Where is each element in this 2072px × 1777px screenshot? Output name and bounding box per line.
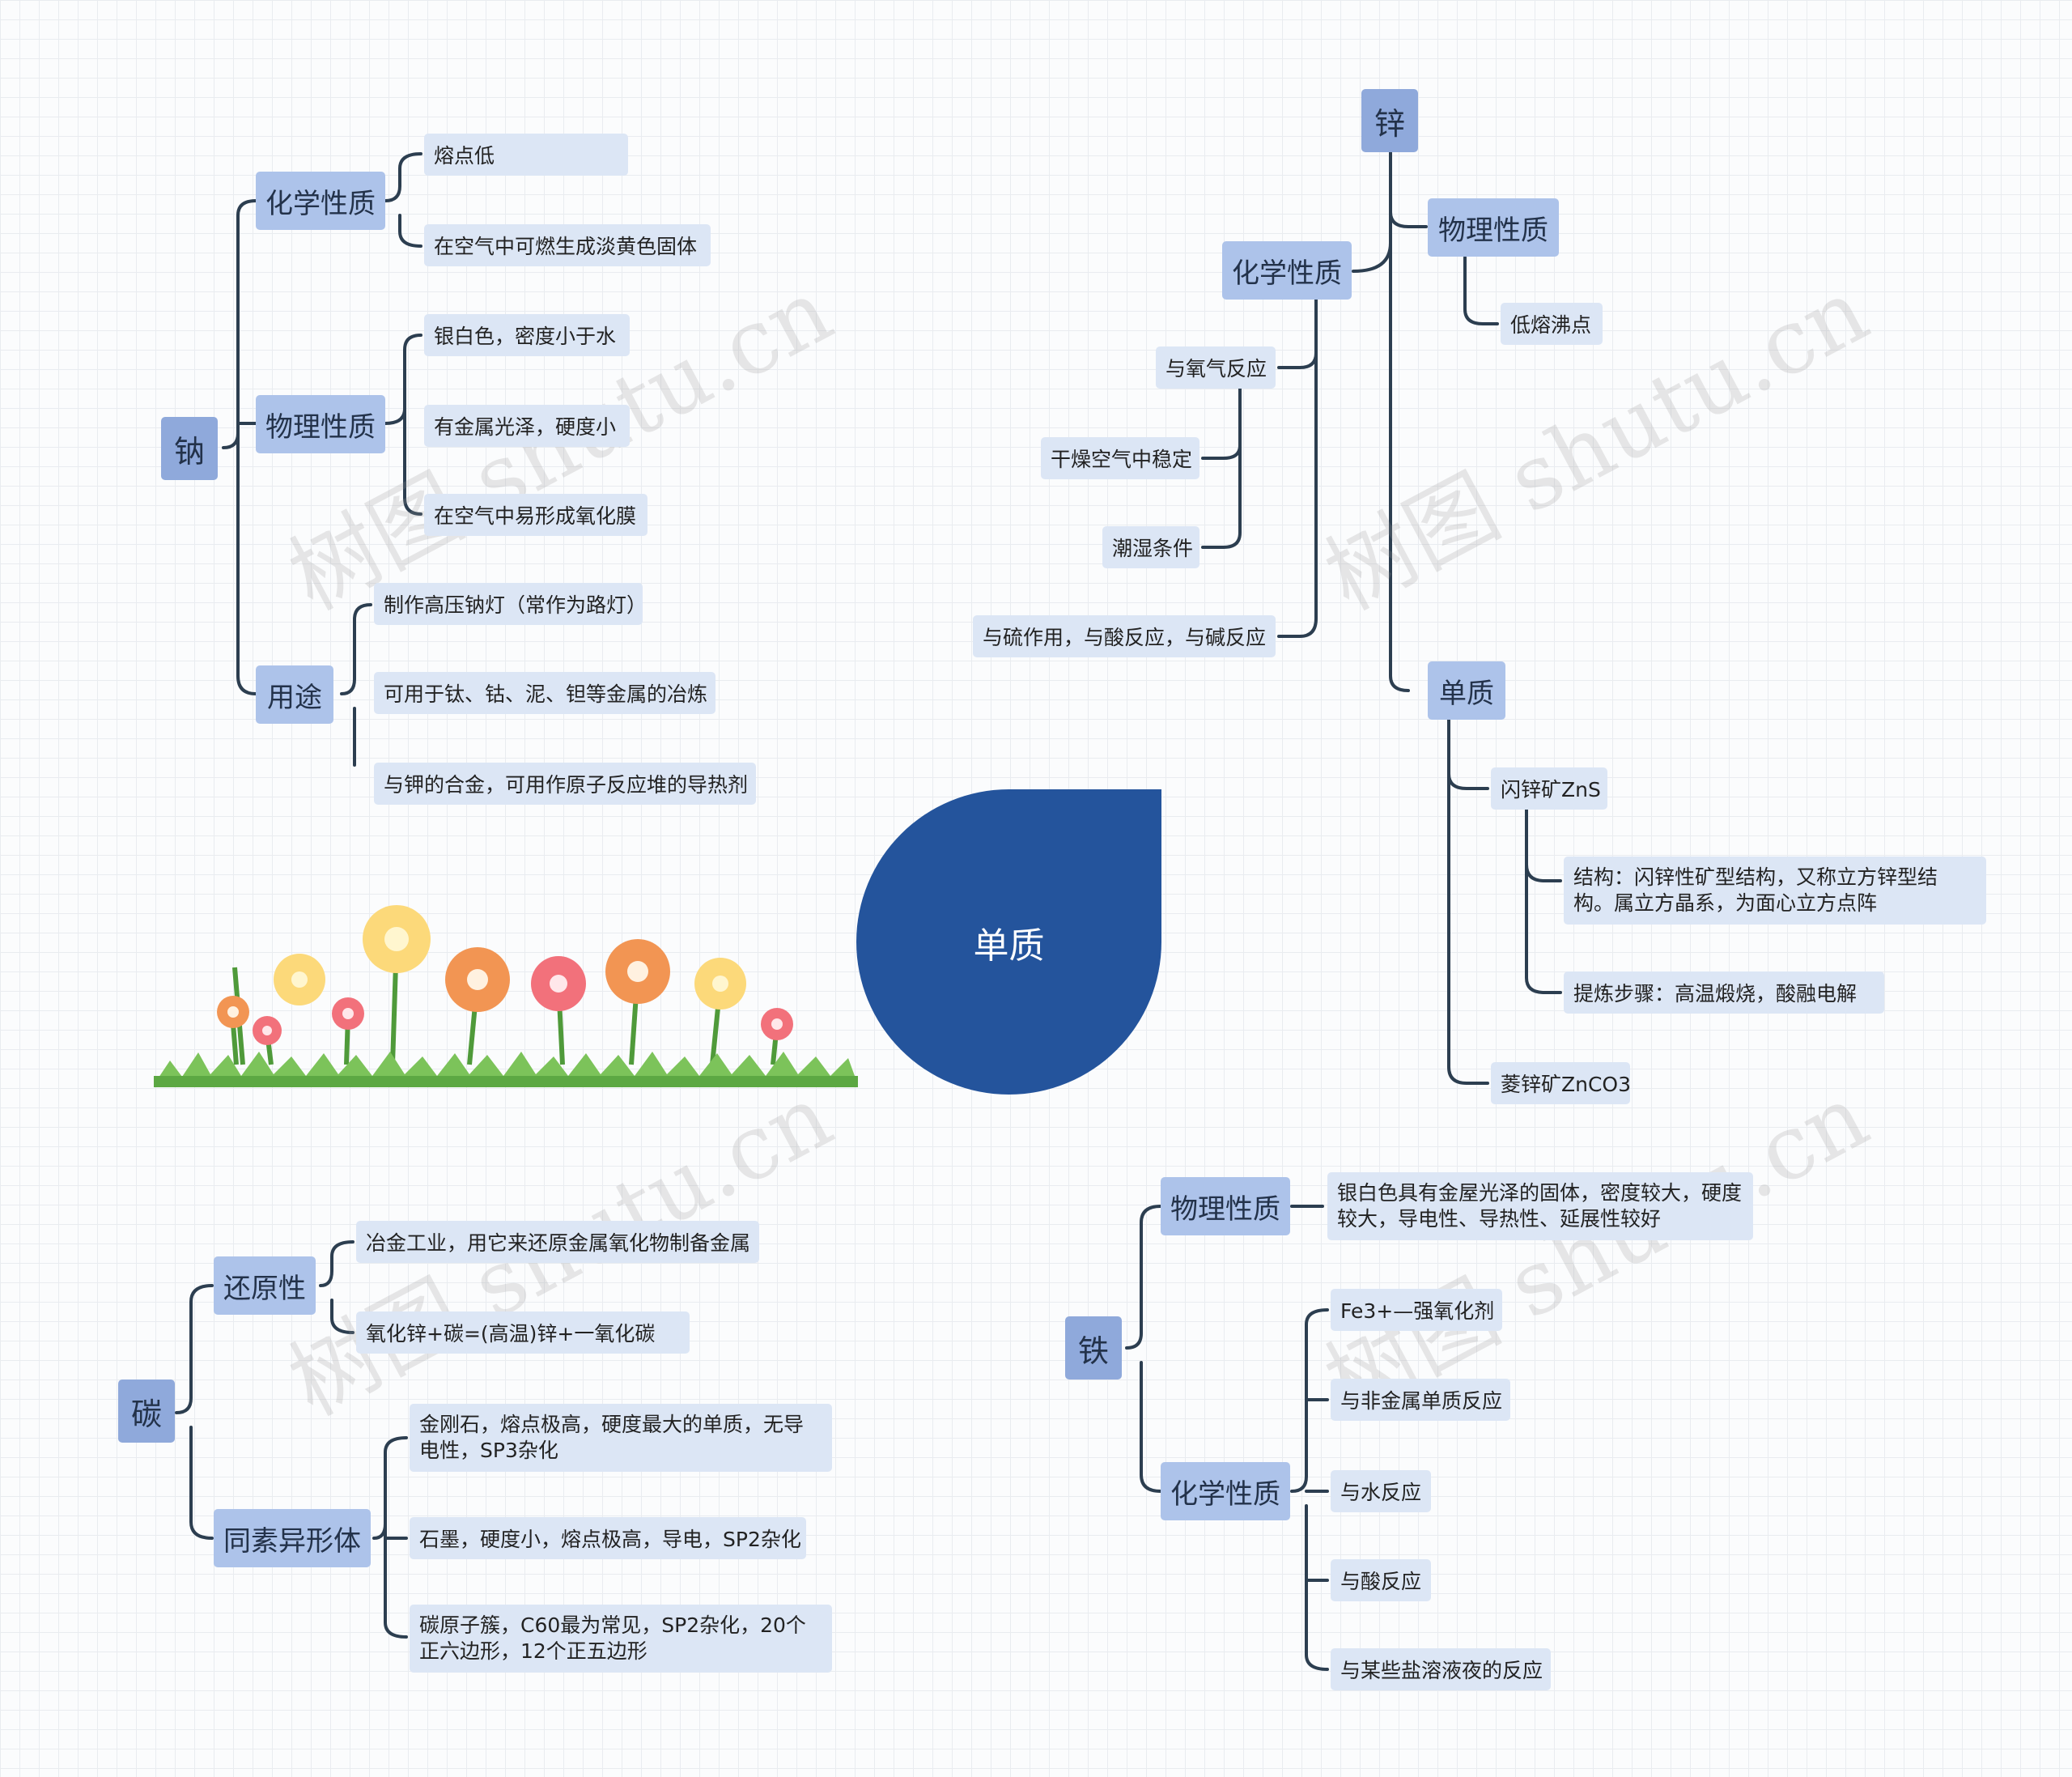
connector xyxy=(384,152,422,248)
topic-sodium-uses[interactable]: 用途 xyxy=(256,665,333,724)
node-diamond[interactable]: 金刚石，熔点极高，硬度最大的单质，无导电性，SP3杂化 xyxy=(410,1404,832,1472)
node-sphalerite-structure[interactable]: 结构：闪锌性矿型结构，又称立方锌型结构。属立方晶系，为面心立方点阵 xyxy=(1564,857,1986,925)
node-low-melting-point[interactable]: 熔点低 xyxy=(424,134,628,176)
topic-iron-physical[interactable]: 物理性质 xyxy=(1161,1177,1290,1235)
stems xyxy=(231,938,779,1065)
node-metallurgy[interactable]: 冶金工业，用它来还原金属氧化物制备金属 xyxy=(356,1221,759,1263)
node-burns-in-air[interactable]: 在空气中可燃生成淡黄色固体 xyxy=(424,224,711,266)
node-sphalerite[interactable]: 闪锌矿ZnS xyxy=(1491,767,1607,810)
connector xyxy=(340,603,372,767)
node-react-with-oxygen[interactable]: 与氧气反应 xyxy=(1156,346,1276,389)
topic-carbon-reducibility[interactable]: 还原性 xyxy=(214,1256,316,1315)
connector xyxy=(372,1436,408,1639)
topic-zinc-element[interactable]: 单质 xyxy=(1428,661,1505,720)
node-acid-reaction[interactable]: 与酸反应 xyxy=(1331,1559,1431,1601)
connector xyxy=(175,1284,214,1540)
node-stable-in-dry-air[interactable]: 干燥空气中稳定 xyxy=(1041,437,1199,479)
connector xyxy=(319,1240,355,1334)
central-topic[interactable]: 单质 xyxy=(856,789,1161,1095)
topic-zinc-physical[interactable]: 物理性质 xyxy=(1428,198,1559,257)
node-water-reaction[interactable]: 与水反应 xyxy=(1331,1470,1431,1512)
connector xyxy=(1352,151,1428,692)
topic-zinc-chemical[interactable]: 化学性质 xyxy=(1222,241,1352,300)
connector xyxy=(222,199,257,695)
topic-carbon-allotropes[interactable]: 同素异形体 xyxy=(214,1509,371,1567)
flower-garden-illustration xyxy=(154,905,858,1087)
node-reactor-coolant[interactable]: 与钾的合金，可用作原子反应堆的导热剂 xyxy=(374,763,756,805)
connector xyxy=(1125,1205,1162,1493)
node-silver-white[interactable]: 银白色，密度小于水 xyxy=(424,314,630,356)
connector xyxy=(1201,379,1242,549)
node-smithsonite[interactable]: 菱锌矿ZnCO3 xyxy=(1491,1062,1630,1104)
node-react-sulfur-acid-base[interactable]: 与硫作用，与酸反应，与碱反应 xyxy=(973,615,1276,657)
node-zinc-oxide-reaction[interactable]: 氧化锌+碳=(高温)锌+一氧化碳 xyxy=(356,1311,690,1354)
topic-sodium[interactable]: 钠 xyxy=(161,417,218,480)
node-refining-steps[interactable]: 提炼步骤：高温煅烧，酸融电解 xyxy=(1564,971,1884,1014)
topic-sodium-chemical[interactable]: 化学性质 xyxy=(256,172,385,230)
connector xyxy=(1447,717,1489,1085)
connector xyxy=(1525,808,1562,994)
node-iron-physical-desc[interactable]: 银白色具有金屋光泽的固体，密度较大，硬度较大，导电性、导热性、延展性较好 xyxy=(1327,1172,1753,1240)
node-metallic-luster[interactable]: 有金属光泽，硬度小 xyxy=(424,405,630,447)
connector xyxy=(1277,296,1318,638)
topic-zinc[interactable]: 锌 xyxy=(1361,89,1418,152)
node-metal-smelting[interactable]: 可用于钛、钴、泥、钽等金属的冶炼 xyxy=(374,672,715,714)
node-fe3-oxidizer[interactable]: Fe3+—强氧化剂 xyxy=(1331,1289,1502,1331)
node-low-boiling-point[interactable]: 低熔沸点 xyxy=(1501,303,1603,345)
topic-iron-chemical[interactable]: 化学性质 xyxy=(1161,1462,1290,1520)
node-salt-solution-reaction[interactable]: 与某些盐溶液夜的反应 xyxy=(1331,1648,1551,1690)
connector xyxy=(384,334,422,516)
connector xyxy=(1290,1308,1329,1671)
node-humid-conditions[interactable]: 潮湿条件 xyxy=(1102,526,1199,568)
flower-heads xyxy=(217,905,793,1045)
connector xyxy=(1463,256,1499,325)
node-nonmetal-reaction[interactable]: 与非金属单质反应 xyxy=(1331,1379,1510,1421)
node-graphite[interactable]: 石墨，硬度小，熔点极高，导电，SP2杂化 xyxy=(410,1517,806,1559)
grass-base xyxy=(154,1076,858,1087)
topic-sodium-physical[interactable]: 物理性质 xyxy=(256,395,385,453)
node-oxide-film[interactable]: 在空气中易形成氧化膜 xyxy=(424,494,648,536)
node-sodium-lamp[interactable]: 制作高压钠灯（常作为路灯） xyxy=(374,583,643,625)
node-fullerene[interactable]: 碳原子簇，C60最为常见，SP2杂化，20个正六边形，12个正五边形 xyxy=(410,1605,832,1673)
topic-iron[interactable]: 铁 xyxy=(1065,1316,1122,1380)
topic-carbon[interactable]: 碳 xyxy=(118,1380,175,1443)
